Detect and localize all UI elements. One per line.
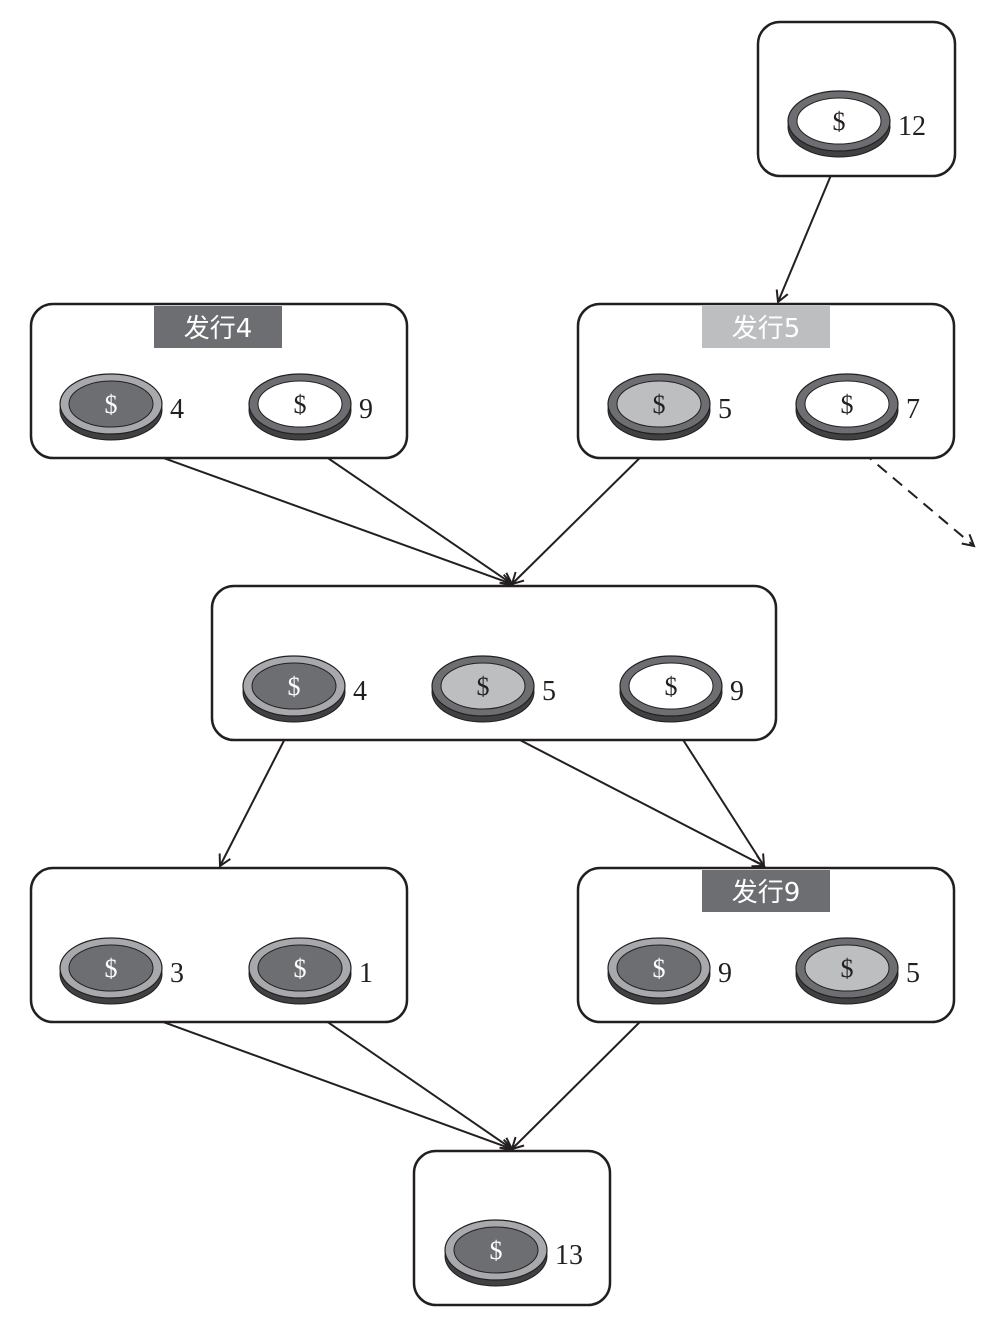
coin-face — [628, 662, 714, 710]
edge-solid-arrow — [110, 438, 512, 584]
coin-white: $7 — [795, 373, 920, 441]
issue-tag-background — [154, 306, 282, 348]
coin-value: 9 — [359, 394, 373, 425]
box-split: $3$1 — [29, 866, 409, 1024]
edge-solid-arrow — [512, 438, 660, 584]
coin-light: $5 — [795, 937, 920, 1005]
edge-solid-arrow — [670, 720, 764, 866]
coin-face — [257, 944, 343, 992]
box-issue5: 发行5$5$7 — [576, 302, 956, 460]
issue-tag-background — [702, 306, 830, 348]
coin-light: $5 — [607, 373, 732, 441]
coin-face — [804, 380, 890, 428]
coin-face — [453, 1226, 539, 1274]
dollar-icon: $ — [841, 390, 854, 419]
edge-solid-arrow — [512, 1002, 660, 1149]
edge-solid-arrow — [482, 720, 764, 866]
coin-face — [616, 944, 702, 992]
issue-tag-label: 发行5 — [732, 314, 801, 344]
coin-dark: $9 — [607, 937, 732, 1005]
edge-solid-arrow — [220, 720, 295, 866]
issue-tag: 发行4 — [154, 306, 282, 348]
coin-dark: $1 — [248, 937, 373, 1005]
coin-face — [257, 380, 343, 428]
dollar-icon: $ — [841, 954, 854, 983]
coin-light: $5 — [431, 655, 556, 723]
dollar-icon: $ — [105, 390, 118, 419]
dollar-icon: $ — [833, 107, 846, 136]
coin-white: $12 — [787, 90, 926, 158]
issue-tag: 发行5 — [702, 306, 830, 348]
coin-value: 5 — [906, 958, 920, 989]
box-issue4: 发行4$4$9 — [29, 302, 409, 460]
issue-tag-label: 发行9 — [732, 878, 801, 908]
coin-face — [68, 944, 154, 992]
coin-value: 3 — [170, 958, 184, 989]
box-tx12: $12 — [756, 20, 957, 178]
dollar-icon: $ — [288, 672, 301, 701]
dollar-icon: $ — [294, 390, 307, 419]
dollar-icon: $ — [294, 954, 307, 983]
dollar-icon: $ — [105, 954, 118, 983]
coin-face — [616, 380, 702, 428]
coin-face — [804, 944, 890, 992]
dollar-icon: $ — [490, 1236, 503, 1265]
coin-value: 4 — [170, 394, 184, 425]
dollar-icon: $ — [477, 672, 490, 701]
edges-layer — [110, 155, 974, 1149]
coin-value: 1 — [359, 958, 373, 989]
edge-solid-arrow — [110, 1002, 512, 1149]
coin-face — [440, 662, 526, 710]
coin-dark: $4 — [59, 373, 184, 441]
box-issue9: 发行9$9$5 — [576, 866, 956, 1024]
edge-solid-arrow — [299, 438, 512, 584]
dollar-icon: $ — [653, 954, 666, 983]
coin-face — [796, 97, 882, 145]
coin-value: 5 — [718, 394, 732, 425]
box-final: $13 — [412, 1149, 612, 1307]
issue-tag: 发行9 — [702, 870, 830, 912]
coin-value: 7 — [906, 394, 920, 425]
coin-white: $9 — [619, 655, 744, 723]
box-middle: $4$5$9 — [210, 584, 778, 742]
coin-dark: $3 — [59, 937, 184, 1005]
dollar-icon: $ — [653, 390, 666, 419]
coin-value: 13 — [555, 1240, 583, 1271]
coin-value: 12 — [898, 111, 926, 142]
edge-solid-arrow — [299, 1002, 512, 1149]
coin-value: 5 — [542, 676, 556, 707]
edge-solid-arrow — [778, 155, 840, 302]
coin-value: 9 — [718, 958, 732, 989]
coin-dark: $4 — [242, 655, 367, 723]
coin-face — [251, 662, 337, 710]
coin-white: $9 — [248, 373, 373, 441]
issue-tag-background — [702, 870, 830, 912]
coin-dark: $13 — [444, 1219, 583, 1287]
issue-tag-label: 发行4 — [184, 314, 253, 344]
dollar-icon: $ — [665, 672, 678, 701]
coin-value: 4 — [353, 676, 367, 707]
coin-value: 9 — [730, 676, 744, 707]
coin-face — [68, 380, 154, 428]
